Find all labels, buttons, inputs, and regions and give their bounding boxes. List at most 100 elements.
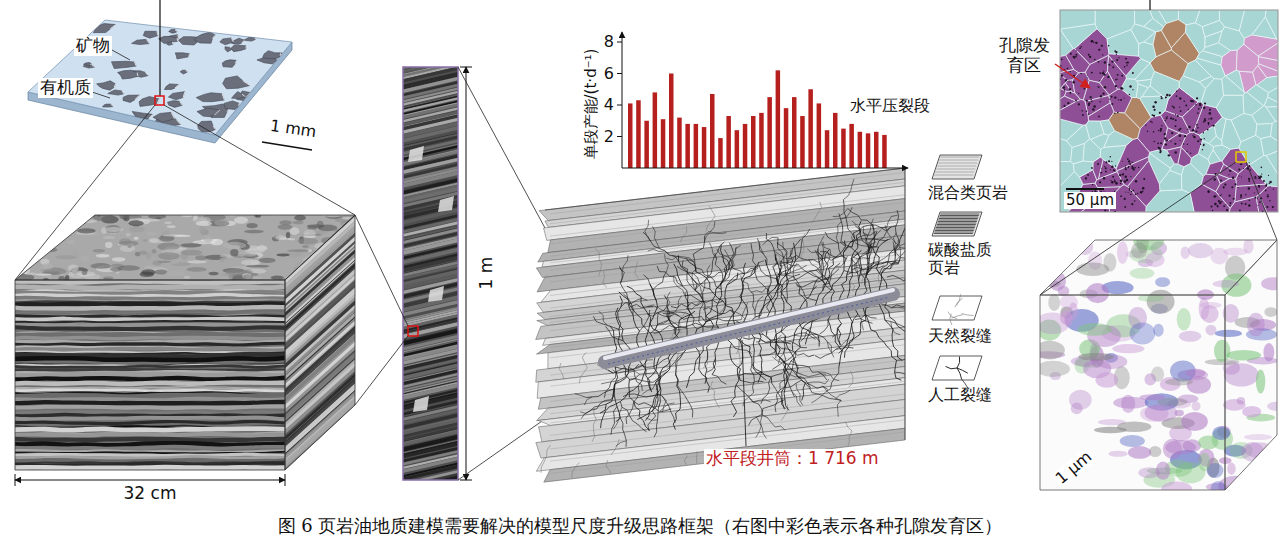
pore-speck [1195,104,1196,105]
pore-speck [1153,131,1155,133]
pore-speck [1064,89,1066,91]
pore-speck [1115,85,1117,87]
fracture [667,313,710,321]
pore-speck [1108,45,1110,47]
fracture [666,256,688,259]
fracture [957,368,968,373]
fracture [635,262,639,279]
fracture [626,386,639,424]
icon-box [932,296,982,320]
pore-speck [1067,68,1069,70]
pore-speck [1070,71,1071,72]
fracture [606,326,624,340]
pore-speck [1233,198,1235,200]
pore-speck [1129,163,1131,165]
icon-hatch [934,232,973,233]
fracture [788,358,795,398]
mottle [187,260,207,263]
axis-title: 单段产能/(t·d⁻¹) [583,49,600,160]
pore-cloud [1121,395,1135,413]
cube-edge [1225,240,1277,490]
pore-speck [1075,56,1077,58]
lamina [283,408,357,475]
annotation: 水平压裂段 [850,97,930,115]
patch-highlight [242,40,245,43]
fracture [754,268,770,292]
pore-speck [1079,47,1081,49]
production-bar [718,138,723,168]
icon-box [932,356,982,380]
pore-speck [1248,180,1249,181]
fracture [836,221,841,243]
leader-line [1040,162,1236,295]
grain [1185,23,1205,54]
pore-cloud [1181,246,1190,259]
pore-speck [1207,190,1210,193]
fracture [727,266,756,327]
production-bar [677,118,682,168]
pore-speck [1091,72,1093,74]
fracture [645,284,657,346]
pore-cloud [1214,340,1230,362]
icon-hatch [937,224,976,225]
pore-speck [1120,180,1123,183]
fracture [765,259,775,316]
pore-speck [1229,170,1231,172]
mottle [90,263,111,269]
fracture [686,301,707,309]
grain [1140,96,1168,117]
part-label: 有机质 [38,78,93,98]
pore-speck [1248,187,1251,190]
pore-speck [1101,45,1103,47]
fracture [736,385,768,417]
mottle [219,257,233,262]
patch-highlight [137,73,139,77]
pore-speck [1114,180,1116,182]
fracture [887,275,914,281]
pore-speck [1152,122,1153,123]
fracture [758,332,762,383]
mottle [134,237,139,240]
pore-speck [1197,112,1199,114]
mottle [77,228,95,233]
fracture [579,352,587,383]
icon-hatch [938,163,977,164]
organic-patch [169,30,178,33]
mottle [100,274,122,279]
pore-speck [1126,179,1128,181]
scale-label: 1 mm [269,117,318,142]
pore-speck [1187,151,1188,152]
patch-highlight [247,93,251,97]
organic-patch [132,111,153,119]
pore-speck [1173,118,1175,120]
mottle [246,223,257,228]
fracture [841,207,853,219]
leader-line [1149,0,1150,10]
pore-speck [1265,190,1267,192]
grain [1239,10,1266,38]
pore-speck [1160,142,1162,144]
fracture [613,407,622,429]
pore-speck [1203,144,1205,146]
grain [1083,139,1100,162]
lamina [283,383,357,450]
fracture [664,295,679,338]
icon-box [932,155,982,179]
pore-speck [1169,94,1171,96]
mottle [307,224,325,227]
mottle [219,276,232,280]
mottle [93,215,111,222]
mottle [22,217,34,224]
pore-cloud [1128,446,1151,459]
pore-speck [1110,156,1111,157]
fracture [677,266,710,288]
pore-speck [1207,129,1209,131]
pore-speck [1115,79,1117,81]
pore-speck [1121,75,1123,77]
icon-hatch [940,215,979,216]
patch-highlight [254,38,256,40]
pore-speck [1196,97,1198,99]
fracture [776,273,793,277]
pore-speck [1115,165,1116,166]
